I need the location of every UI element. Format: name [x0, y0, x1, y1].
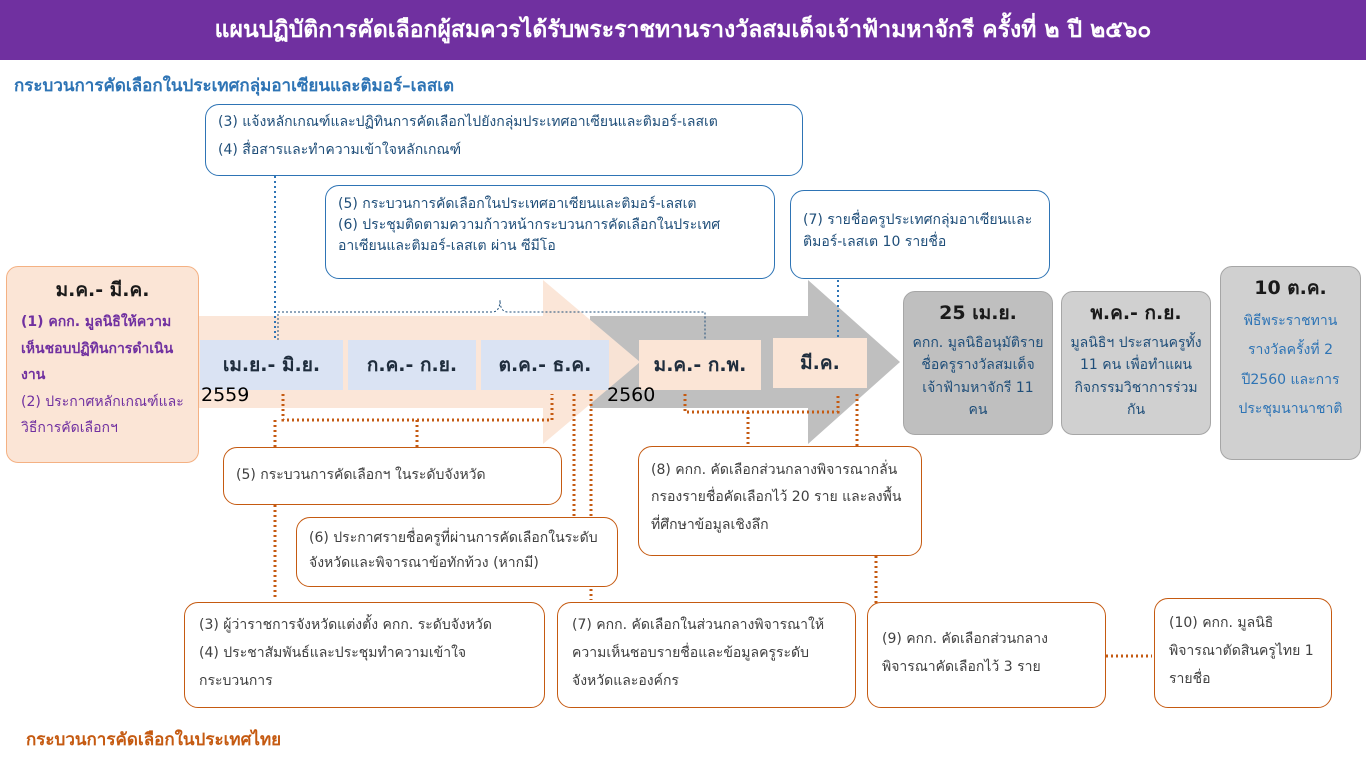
asean-step-4: (4) สื่อสารและทำความเข้าใจหลักเกณฑ์	[218, 142, 462, 159]
milestone-desc: พิธีพระราชทานรางวัลครั้งที่ 2 ปี2560 และ…	[1238, 313, 1343, 418]
milestone-date: ม.ค.- มี.ค.	[55, 279, 150, 301]
milestone-oct-10: 10 ต.ค. พิธีพระราชทานรางวัลครั้งที่ 2 ปี…	[1220, 266, 1361, 460]
thai-step-10: (10) คกก. มูลนิธิพิจารณาตัดสินครูไทย 1 ร…	[1154, 598, 1332, 708]
milestone-apr-25: 25 เม.ย. คกก. มูลนิธิอนุมัติรายชื่อครูรา…	[903, 291, 1053, 435]
year-2559: 2559	[201, 384, 250, 406]
thai-step-7-text: (7) คกก. คัดเลือกในส่วนกลางพิจารณาให้ควา…	[572, 617, 825, 689]
thai-step-3: (3) ผู้ว่าราชการจังหวัดแต่งตั้ง คกก. ระด…	[199, 617, 492, 633]
milestone-jan-mar: ม.ค.- มี.ค. (1) คกก. มูลนิธิให้ความเห็นช…	[6, 266, 199, 463]
asean-step-3-4: (3) แจ้งหลักเกณฑ์และปฏิทินการคัดเลือกไปย…	[205, 104, 803, 176]
thai-section-heading: กระบวนการคัดเลือกในประเทศไทย	[26, 730, 282, 750]
asean-section-heading: กระบวนการคัดเลือกในประเทศกลุ่มอาเซียนและ…	[14, 76, 455, 96]
thai-step-6: (6) ประกาศรายชื่อครูที่ผ่านการคัดเลือกใน…	[296, 517, 618, 587]
period-jan-feb: ม.ค.- ก.พ.	[639, 340, 761, 390]
thai-step-9: (9) คกก. คัดเลือกส่วนกลางพิจารณาคัดเลือก…	[867, 602, 1106, 708]
thai-step-3-4: (3) ผู้ว่าราชการจังหวัดแต่งตั้ง คกก. ระด…	[184, 602, 545, 708]
thai-step-4: (4) ประชาสัมพันธ์และประชุมทำความเข้าใจกร…	[199, 645, 467, 689]
asean-step-6: (6) ประชุมติดตามความก้าวหน้ากระบวนการคัด…	[338, 217, 721, 254]
milestone-date: 25 เม.ย.	[939, 302, 1017, 324]
thai-step-6-text: (6) ประกาศรายชื่อครูที่ผ่านการคัดเลือกใน…	[309, 530, 598, 571]
milestone-date: 10 ต.ค.	[1254, 277, 1327, 299]
year-2560: 2560	[607, 384, 656, 406]
period-apr-jun: เม.ย.- มิ.ย.	[200, 340, 343, 390]
bracket-thai-8	[683, 394, 840, 414]
thai-step-7: (7) คกก. คัดเลือกในส่วนกลางพิจารณาให้ควา…	[557, 602, 856, 708]
milestone-step-1: (1) คกก. มูลนิธิให้ความเห็นชอบปฏิทินการด…	[21, 314, 174, 384]
page-title: แผนปฏิบัติการคัดเลือกผู้สมควรได้รับพระรา…	[0, 0, 1366, 60]
milestone-desc: มูลนิธิฯ ประสานครูทั้ง 11 คน เพื่อทำแผนก…	[1070, 335, 1202, 419]
thai-step-8: (8) คกก. คัดเลือกส่วนกลางพิจารณากลั่นกรอ…	[638, 446, 922, 556]
thai-step-10-text: (10) คกก. มูลนิธิพิจารณาตัดสินครูไทย 1 ร…	[1169, 615, 1314, 687]
asean-step-7: (7) รายชื่อครูประเทศกลุ่มอาเซียนและติมอร…	[790, 190, 1050, 279]
thai-step-8-text: (8) คกก. คัดเลือกส่วนกลางพิจารณากลั่นกรอ…	[651, 462, 902, 533]
milestone-desc: คกก. มูลนิธิอนุมัติรายชื่อครูรางวัลสมเด็…	[912, 335, 1044, 419]
period-mar: มี.ค.	[773, 338, 867, 388]
asean-step-5: (5) กระบวนการคัดเลือกในประเทศอาเซียนและต…	[338, 196, 697, 212]
milestone-step-2: (2) ประกาศหลักเกณฑ์และวิธีการคัดเลือกฯ	[21, 393, 184, 437]
milestone-may-sep: พ.ค.- ก.ย. มูลนิธิฯ ประสานครูทั้ง 11 คน …	[1061, 291, 1211, 435]
thai-step-9-text: (9) คกก. คัดเลือกส่วนกลางพิจารณาคัดเลือก…	[882, 631, 1048, 675]
thai-step-5: (5) กระบวนการคัดเลือกฯ ในระดับจังหวัด	[223, 447, 562, 505]
asean-step-5-6: (5) กระบวนการคัดเลือกในประเทศอาเซียนและต…	[325, 185, 775, 279]
asean-step-7-text: (7) รายชื่อครูประเทศกลุ่มอาเซียนและติมอร…	[803, 212, 1033, 251]
asean-step-3: (3) แจ้งหลักเกณฑ์และปฏิทินการคัดเลือกไปย…	[218, 114, 718, 130]
thai-step-5-text: (5) กระบวนการคัดเลือกฯ ในระดับจังหวัด	[236, 467, 486, 483]
milestone-date: พ.ค.- ก.ย.	[1090, 302, 1182, 324]
period-oct-dec: ต.ค.- ธ.ค.	[481, 340, 609, 390]
bracket-asean-56	[277, 299, 706, 340]
period-jul-sep: ก.ค.- ก.ย.	[348, 340, 476, 390]
